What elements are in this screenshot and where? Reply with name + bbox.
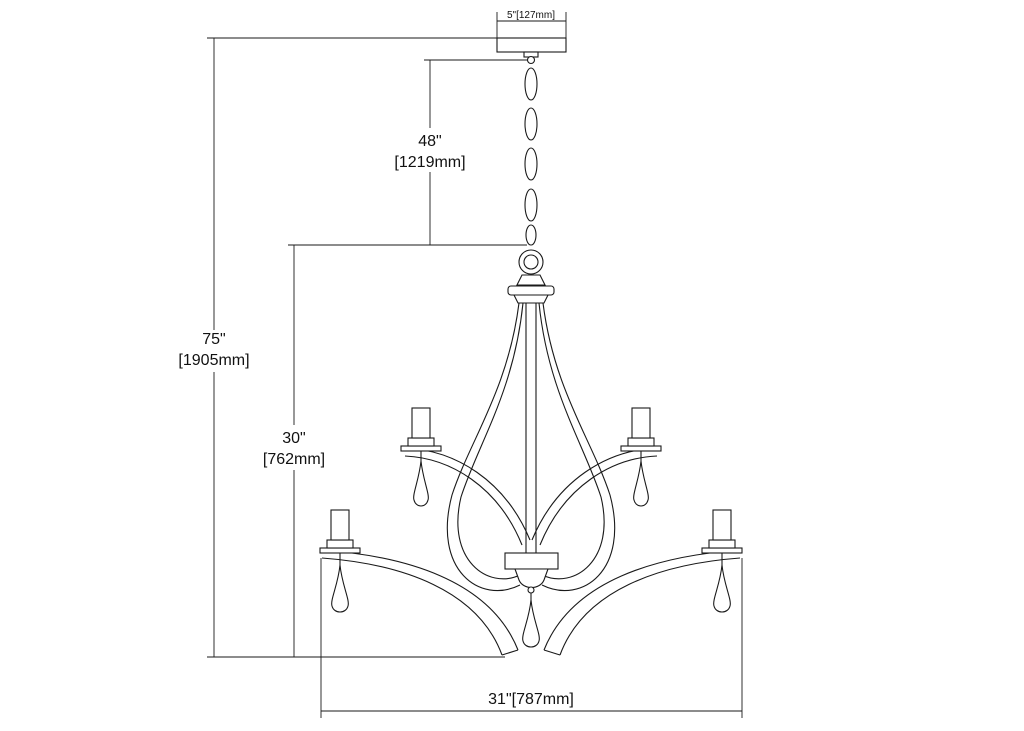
chain-length-in-label: 48" [418,133,441,150]
dimension-lines [207,12,743,718]
overall-height-mm-label: [1905mm] [178,352,249,369]
crystal-center [522,593,540,648]
upper-arms [404,447,658,546]
fixture-height-in-label: 30" [282,430,305,447]
overall-height-in-label: 75" [202,331,225,348]
crystal-lower-left [331,553,349,613]
candle-upper-left [400,407,442,452]
candle-upper-right [620,407,662,452]
chain [524,67,538,246]
chain-length-mm-label: [1219mm] [394,154,465,171]
inner-loops [446,302,616,591]
candle-lower-left [319,509,361,554]
crystal-upper-right [633,451,649,507]
lower-arms [321,549,741,656]
canopy-width-label: 5"[127mm] [507,10,555,21]
crystal-upper-left [413,451,429,507]
fixture-width-label: 31"[787mm] [488,691,574,708]
central-stem [525,303,537,553]
body-collar [504,552,559,594]
canopy [496,37,567,65]
candle-lower-right [701,509,743,554]
fixture-height-mm-label: [762mm] [263,451,325,468]
crystal-lower-right [713,553,731,613]
top-ring [507,249,555,304]
